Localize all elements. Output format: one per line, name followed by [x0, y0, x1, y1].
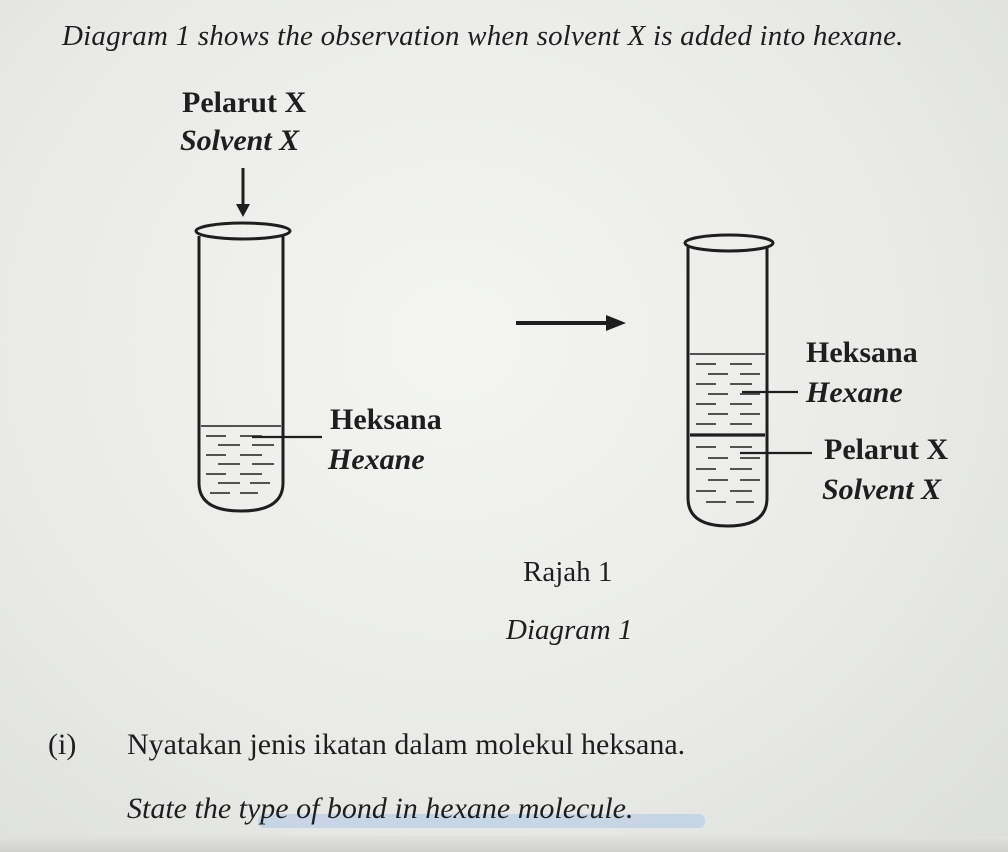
question-number: (i) [48, 728, 77, 761]
question-text-en: State the type of bond in hexane molecul… [127, 792, 634, 825]
tube2-top-layer-label-en: Hexane [806, 376, 903, 409]
tube2-bottom-layer-label-ms: Pelarut X [824, 433, 949, 466]
tube1-solvent-label-en: Solvent X [180, 124, 300, 157]
tube2-top-layer-label-ms: Heksana [806, 336, 918, 369]
reaction-arrow-icon [516, 315, 626, 331]
diagram-caption-en: Diagram 1 [506, 614, 633, 646]
add-solvent-arrow-icon [236, 168, 250, 217]
tube1-solvent-label-ms: Pelarut X [182, 86, 307, 119]
question-text-ms: Nyatakan jenis ikatan dalam molekul heks… [127, 728, 686, 761]
page-bottom-edge [0, 836, 1008, 852]
highlighter-mark [258, 814, 705, 828]
tube1-liquid-label-en: Hexane [328, 443, 425, 476]
tube2-bottom-layer-label-en: Solvent X [822, 473, 942, 506]
intro-sentence: Diagram 1 shows the observation when sol… [62, 20, 904, 52]
test-tube-after [683, 233, 812, 528]
diagram-caption-ms: Rajah 1 [523, 556, 613, 588]
test-tube-before [194, 221, 322, 513]
tube1-liquid-label-ms: Heksana [330, 403, 442, 436]
